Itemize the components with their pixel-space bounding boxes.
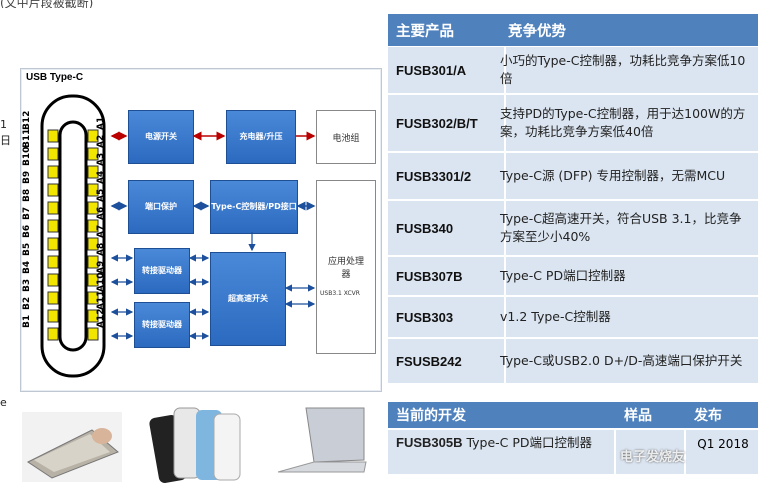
xcvr-label: USB3.1 XCVR <box>320 290 360 297</box>
laptop-photo-icon <box>276 402 370 484</box>
diagram-arrows <box>110 131 316 340</box>
product-name: FUSB303 <box>388 297 506 337</box>
dev-product: FUSB305B <box>396 435 463 450</box>
pin-pad <box>87 129 99 143</box>
pin-pad <box>47 201 59 215</box>
product-advantage: v1.2 Type-C控制器 <box>500 309 611 324</box>
pin-pad <box>87 147 99 161</box>
header-products: 主要产品 <box>396 23 454 40</box>
pin-pad <box>87 327 99 341</box>
pin-label: B5 <box>22 242 32 256</box>
header-advantage: 竞争优势 <box>508 23 566 40</box>
pin-pad <box>47 309 59 323</box>
app-processor-block: 应用处理器 <box>316 180 376 354</box>
pin-pad <box>47 183 59 197</box>
redriver-block-1: 转接驱动器 <box>134 248 190 294</box>
pin-pad <box>47 255 59 269</box>
typec-controller-block: Type-C控制器/PD接口 <box>210 180 298 234</box>
watermark-text: 电子发烧友 <box>620 450 686 465</box>
pin-pad <box>47 129 59 143</box>
product-name: FUSB340 <box>388 201 506 255</box>
header-dev: 当前的开发 <box>396 408 466 424</box>
pin-pad <box>87 183 99 197</box>
hs-switch-block: 超高速开关 <box>210 252 286 346</box>
dev-desc: Type-C PD端口控制器 <box>466 435 593 450</box>
pin-pad <box>47 165 59 179</box>
product-name: FSUSB242 <box>388 339 506 383</box>
tablet-photo-icon <box>22 412 122 482</box>
pin-label: B9 <box>22 170 32 184</box>
cropped-top-text: (文中片段被截断) <box>0 0 94 8</box>
product-name: FUSB301/A <box>388 47 506 93</box>
cropped-left-char: 日 <box>0 134 11 147</box>
cropped-left-char: 1 <box>0 118 7 131</box>
pin-pad <box>47 273 59 287</box>
pin-label: B11 <box>22 128 32 148</box>
pin-pad <box>87 237 99 251</box>
pin-pad <box>87 219 99 233</box>
dev-table-header: 当前的开发 样品 发布 <box>388 402 758 428</box>
pin-pad <box>47 327 59 341</box>
dev-release: Q1 2018 <box>697 437 749 451</box>
dev-table-row: FUSB305B Type-C PD端口控制器 Q1 2018 <box>388 430 758 474</box>
product-advantage: Type-C源 (DFP) 专用控制器，无需MCU <box>500 168 726 183</box>
pin-pad <box>47 219 59 233</box>
product-advantage: Type-C PD端口控制器 <box>500 268 626 283</box>
typec-connector-icon <box>40 94 106 378</box>
product-advantage: Type-C或USB2.0 D+/D-高速端口保护开关 <box>500 353 743 368</box>
pin-label: B3 <box>22 278 32 292</box>
product-name: FUSB307B <box>388 257 506 295</box>
pin-pad <box>87 273 99 287</box>
pin-label: B12 <box>22 110 32 130</box>
product-advantage: 支持PD的Type-C控制器，用于达100W的方案，功耗比竞争方案低40倍 <box>500 106 746 139</box>
products-table-header: 主要产品 竞争优势 <box>388 14 758 46</box>
battery-block: 电池组 <box>316 110 376 164</box>
redriver-block-2: 转接驱动器 <box>134 302 190 348</box>
product-name: FUSB3301/2 <box>388 153 506 199</box>
pin-label: B2 <box>22 296 32 310</box>
pin-pad <box>87 291 99 305</box>
pin-pad <box>47 291 59 305</box>
pin-pad <box>47 147 59 161</box>
pin-label: B6 <box>22 224 32 238</box>
product-advantage: 小巧的Type-C控制器，功耗比竞争方案低10倍 <box>500 53 746 86</box>
pin-pad <box>87 309 99 323</box>
power-switch-block: 电源开关 <box>128 110 194 164</box>
pin-label: B7 <box>22 206 32 220</box>
product-advantage: Type-C超高速开关，符合USB 3.1，比竞争方案至少小40% <box>500 211 742 244</box>
pin-pad <box>87 165 99 179</box>
diagram-title: USB Type-C <box>26 72 84 83</box>
header-sample: 样品 <box>624 408 652 424</box>
pin-label: B8 <box>22 188 32 202</box>
app-processor-label: 应用处理器 <box>327 257 364 280</box>
cropped-left-char: e <box>0 396 7 409</box>
pin-label: B1 <box>22 314 32 328</box>
pin-pad <box>47 237 59 251</box>
phones-photo-icon <box>148 402 244 486</box>
pin-label: B10 <box>22 146 32 166</box>
port-protection-block: 端口保护 <box>128 180 194 234</box>
pin-label: B4 <box>22 260 32 274</box>
charger-block: 充电器/升压 <box>226 110 296 164</box>
pin-pad <box>87 255 99 269</box>
header-release: 发布 <box>694 408 722 424</box>
pin-pad <box>87 201 99 215</box>
watermark: 电子发烧友 <box>620 446 685 465</box>
product-name: FUSB302/B/T <box>388 95 506 151</box>
